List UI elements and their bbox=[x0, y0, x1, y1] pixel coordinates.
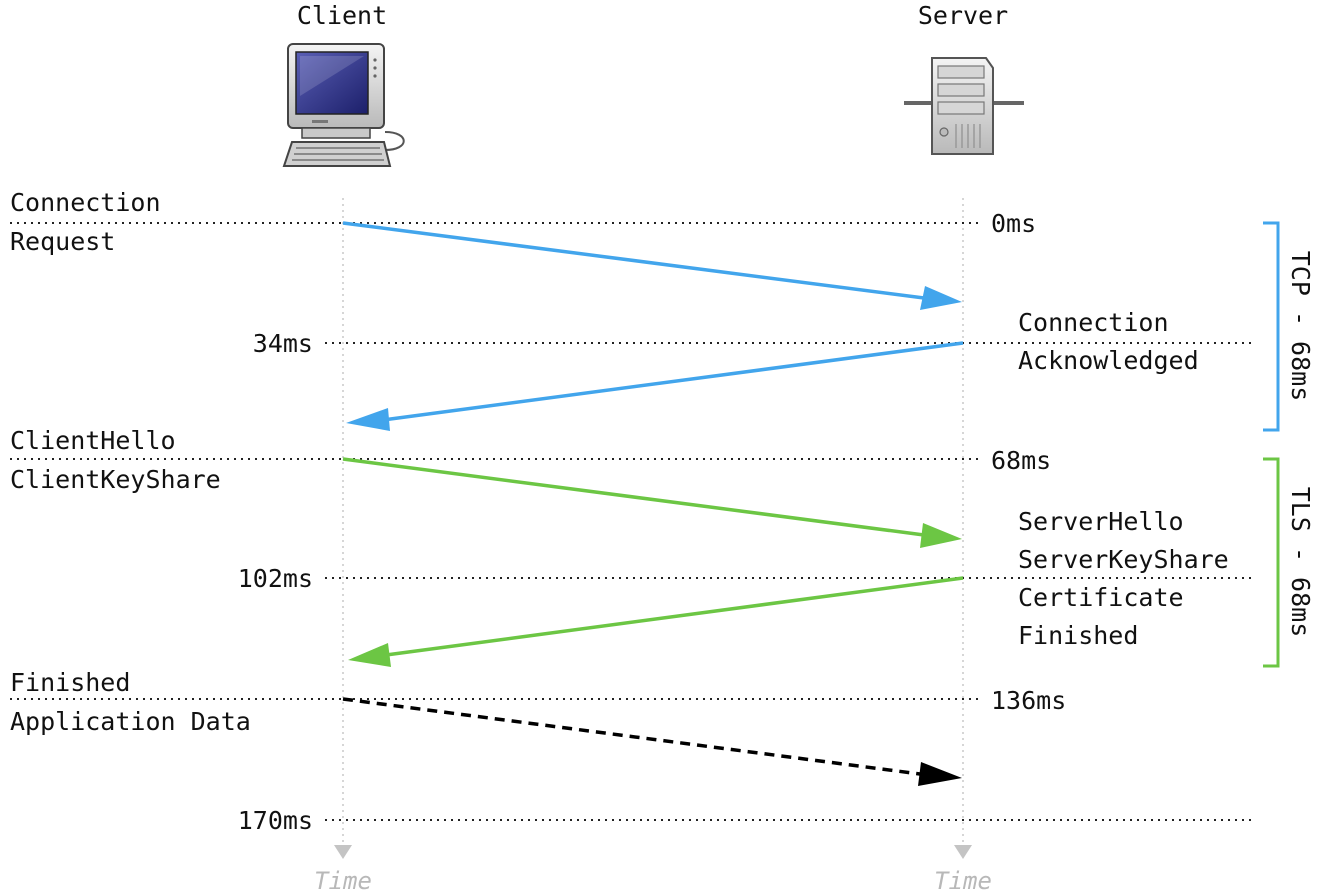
time-label-34ms: 34ms bbox=[253, 329, 313, 358]
label-application-data: Application Data bbox=[10, 707, 251, 736]
arrow-application-data bbox=[342, 697, 962, 786]
label-clientkeyshare: ClientKeyShare bbox=[10, 465, 221, 494]
time-label-136ms: 136ms bbox=[991, 686, 1066, 715]
server-tower-icon bbox=[904, 57, 1024, 155]
tls-phase-bracket bbox=[1263, 457, 1280, 668]
label-connection: Connection bbox=[10, 188, 161, 217]
server-title: Server bbox=[918, 1, 1008, 30]
arrow-client-hello bbox=[342, 457, 962, 548]
client-timeline-arrowhead bbox=[334, 845, 352, 859]
arrow-server-hello bbox=[348, 576, 964, 667]
label-server-connection: Connection bbox=[1018, 308, 1169, 337]
arrow-syn-ack bbox=[346, 341, 964, 431]
time-label-170ms: 170ms bbox=[238, 806, 313, 835]
arrow-syn bbox=[342, 221, 962, 310]
label-clienthello: ClientHello bbox=[10, 426, 176, 455]
desktop-computer-icon bbox=[282, 43, 405, 167]
time-label-102ms: 102ms bbox=[238, 564, 313, 593]
label-client-finished: Finished bbox=[10, 668, 130, 697]
tcp-phase-bracket bbox=[1263, 221, 1280, 432]
label-certificate: Certificate bbox=[1018, 583, 1184, 612]
label-server-finished: Finished bbox=[1018, 621, 1138, 650]
time-label-68ms: 68ms bbox=[991, 446, 1051, 475]
time-label-0ms: 0ms bbox=[991, 209, 1036, 238]
label-request: Request bbox=[10, 227, 115, 256]
tls-phase-label: TLS - 68ms bbox=[1286, 487, 1315, 638]
label-serverhello: ServerHello bbox=[1018, 507, 1184, 536]
tcp-phase-label: TCP - 68ms bbox=[1286, 251, 1315, 402]
client-title: Client bbox=[297, 1, 387, 30]
server-timeline-arrowhead bbox=[954, 845, 972, 859]
client-time-axis-label: Time bbox=[314, 867, 372, 893]
label-acknowledged: Acknowledged bbox=[1018, 346, 1199, 375]
server-time-axis-label: Time bbox=[934, 867, 992, 893]
label-serverkeyshare: ServerKeyShare bbox=[1018, 545, 1229, 574]
